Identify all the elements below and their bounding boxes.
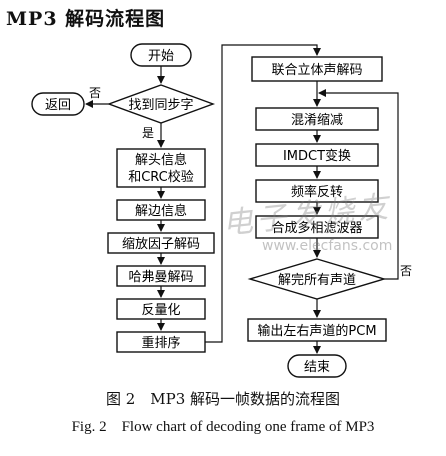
scale-factor-label: 缩放因子解码 bbox=[122, 236, 200, 252]
reorder-label: 重排序 bbox=[141, 335, 180, 351]
return-label: 返回 bbox=[45, 98, 71, 113]
side-info-label: 解边信息 bbox=[135, 203, 187, 219]
end-node bbox=[287, 354, 347, 378]
return-node bbox=[31, 92, 85, 116]
imdct-label: IMDCT变换 bbox=[283, 148, 351, 164]
connector-no-channels-loop bbox=[318, 89, 399, 280]
dequantize-label: 反量化 bbox=[141, 303, 180, 318]
all-channels-label: 解完所有声道 bbox=[278, 273, 356, 288]
no-channels-label: 否 bbox=[400, 264, 412, 278]
find-sync-label: 找到同步字 bbox=[128, 98, 193, 113]
start-label: 开始 bbox=[148, 49, 174, 64]
watermark-url: www.elecfans.com bbox=[262, 238, 393, 254]
diagram-title: MP3 解码流程图 bbox=[6, 8, 166, 30]
alias-reduction-label: 混淆缩减 bbox=[291, 112, 343, 128]
end-label: 结束 bbox=[304, 360, 330, 375]
joint-stereo-box bbox=[251, 56, 383, 82]
freq-inversion-label: 频率反转 bbox=[291, 184, 343, 200]
huffman-label: 哈弗曼解码 bbox=[128, 270, 193, 285]
synthesis-filter-label: 合成多相滤波器 bbox=[271, 220, 362, 236]
no-sync-label: 否 bbox=[89, 86, 101, 100]
decode-header-line1: 解头信息 bbox=[135, 152, 187, 168]
decode-header-line2: 和CRC校验 bbox=[128, 169, 194, 185]
connector-reorder-to-joint-stereo bbox=[205, 44, 321, 343]
caption-chinese: 图 2 MP3 解码一帧数据的流程图 bbox=[105, 390, 341, 408]
output-pcm-label: 输出左右声道的PCM bbox=[257, 323, 376, 339]
caption-english: Fig. 2 Flow chart of decoding one frame … bbox=[71, 419, 375, 435]
joint-stereo-label: 联合立体声解码 bbox=[271, 63, 362, 78]
yes-sync-label: 是 bbox=[142, 126, 154, 140]
decode-header-box bbox=[116, 148, 206, 188]
